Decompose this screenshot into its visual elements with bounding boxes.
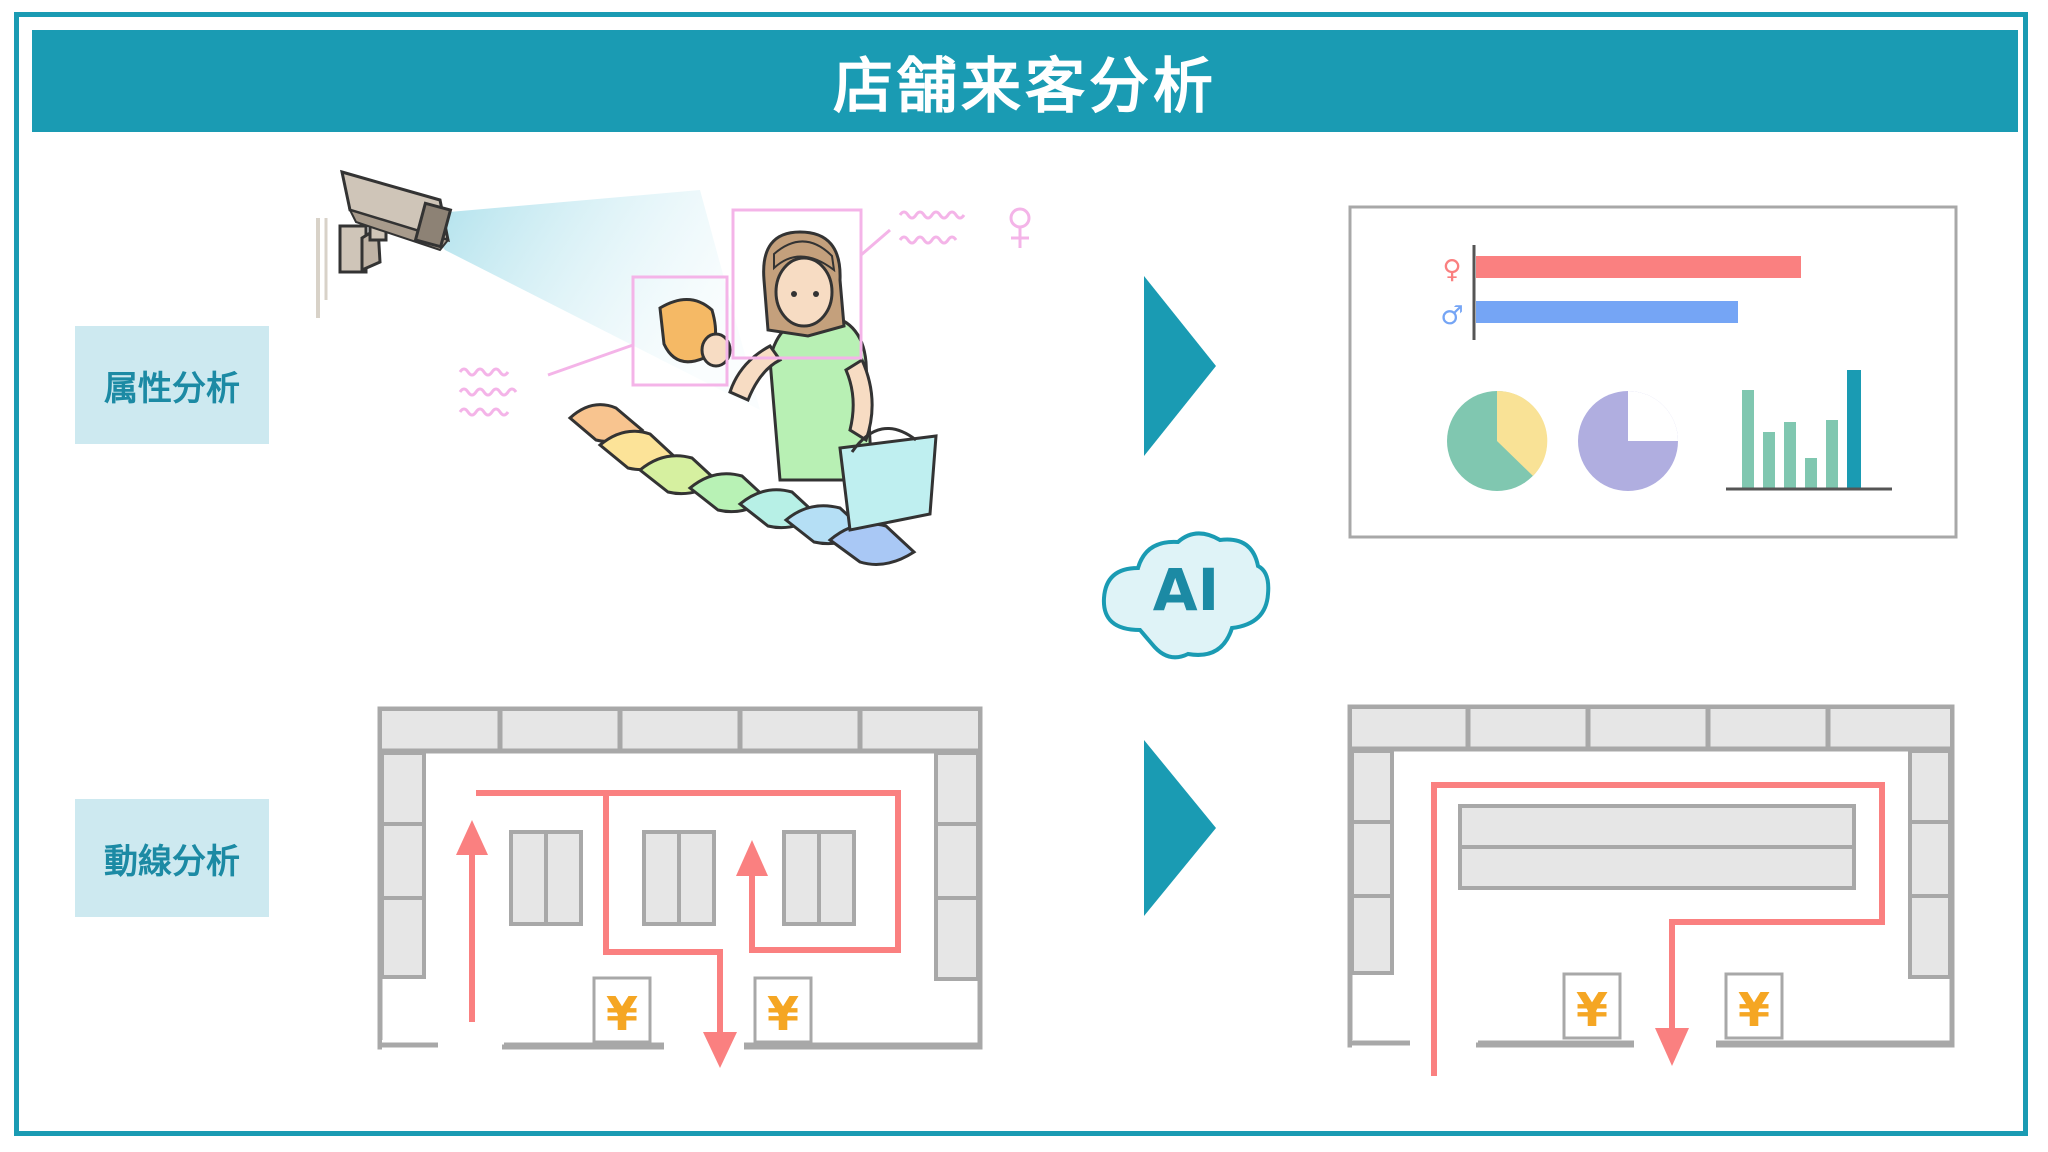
shopper-illustration bbox=[458, 207, 1031, 566]
attribute-analysis-label: 属性分析 bbox=[75, 326, 269, 444]
female-bar bbox=[1476, 256, 1801, 278]
floor-plan-after: ¥ ¥ bbox=[1347, 704, 1955, 1076]
next-arrow-icon bbox=[1144, 740, 1216, 916]
cash-register-icon: ¥ bbox=[753, 976, 813, 1044]
yen-symbol: ¥ bbox=[767, 987, 799, 1041]
cash-register-icon: ¥ bbox=[592, 976, 652, 1044]
male-symbol: ♂ bbox=[1440, 301, 1463, 331]
customer-flow-path bbox=[1431, 782, 1885, 1076]
flow-analysis-text: 動線分析 bbox=[104, 841, 240, 882]
cash-register-icon: ¥ bbox=[1562, 972, 1622, 1040]
ai-cloud-icon: AI bbox=[1101, 531, 1271, 660]
outer-frame bbox=[14, 12, 2028, 1136]
ai-label: AI bbox=[1153, 556, 1219, 624]
attribute-analysis-text: 属性分析 bbox=[104, 368, 240, 409]
yen-symbol: ¥ bbox=[606, 987, 638, 1041]
customer-flow-path bbox=[469, 790, 901, 1040]
bar-chart-icon bbox=[1726, 370, 1892, 491]
male-bar bbox=[1476, 301, 1738, 323]
cash-register-icon: ¥ bbox=[1724, 972, 1784, 1040]
results-dashboard: ♀ ♂ bbox=[1348, 205, 1958, 539]
pie-chart-icon bbox=[1578, 391, 1678, 491]
header-bar: 店舗来客分析 bbox=[32, 30, 2018, 132]
security-camera-icon bbox=[316, 169, 760, 410]
flow-analysis-label: 動線分析 bbox=[75, 799, 269, 917]
yen-symbol: ¥ bbox=[1576, 983, 1608, 1037]
next-arrow-icon bbox=[1144, 276, 1216, 456]
female-symbol: ♀ bbox=[1442, 255, 1461, 285]
page-title: 店舗来客分析 bbox=[833, 51, 1217, 122]
yen-symbol: ¥ bbox=[1738, 983, 1770, 1037]
pie-chart-icon bbox=[1447, 390, 1548, 491]
floor-plan-before: ¥ ¥ bbox=[377, 706, 983, 1068]
